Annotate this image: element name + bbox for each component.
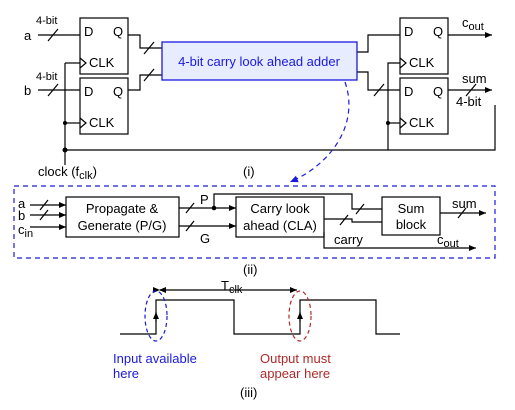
bus-slash-qb [143,68,155,82]
flip-flop-b [79,77,129,135]
clock-junction [62,147,68,153]
part-iii-timing [120,287,400,335]
cout-label: cout [462,15,484,33]
clk-triangle-a [79,57,87,69]
bus-slash-g [185,220,195,232]
flip-flop-cout [399,17,449,75]
bus-slash-p-bypass [355,203,365,215]
clock-junction-b [63,121,67,125]
cla-adder-box [161,41,358,81]
g-label: G [200,231,210,246]
carry-wire [324,218,382,223]
clock-junction-sum [386,121,390,125]
ff-sum-q: Q [433,84,443,99]
ff-b-clk: CLK [89,115,115,130]
cla-label-line1: Carry look [250,201,310,216]
bus-width-a: 4-bit [36,15,57,27]
ff-sum-d: D [404,84,413,99]
bus-width-b: 4-bit [36,71,57,83]
bus-slash-b [47,83,59,97]
part-ii-cla-detail [30,193,486,251]
clk-triangle-sum [399,117,407,129]
pg-label-line1: Propagate & [86,201,159,216]
bus-slash-in-a [39,199,49,211]
zoom-arrow [289,81,350,183]
in-c-label: cin [18,222,33,240]
adder-carry-out [357,34,400,53]
ff-b-q: Q [113,84,123,99]
input-note-line1: Input available [113,351,197,366]
output-edge-marker [288,290,312,342]
cout-out-label: cout [437,232,459,250]
p-label: P [200,192,209,207]
cla-detail-frame [13,185,496,259]
ff-b-d: D [84,84,93,99]
clk-wire-cout [387,62,400,150]
caption-iii: (iii) [240,385,257,400]
cout-wire [323,232,470,249]
bus-slash-sum-out [465,83,477,97]
in-a-label: a [18,196,26,211]
sum-block-line1: Sum [398,201,425,216]
in-b-label: b [18,208,25,223]
clock-waveform [120,299,400,335]
bus-slash-qa [143,41,155,55]
carry-label: carry [334,232,363,247]
input-a-label: a [24,28,32,43]
caption-i: (i) [243,164,255,179]
adder-sum-out [357,71,400,91]
ff-cout-clk: CLK [409,55,435,70]
caption-ii: (ii) [243,262,257,277]
sum-block [381,196,441,236]
bus-slash-carry [339,214,349,226]
pg-block [65,196,180,238]
flip-flop-a [79,17,129,75]
bus-slash-p [185,202,195,214]
ff-a-d: D [84,24,93,39]
p-bypass-wire [213,193,382,210]
ff-sum-clk: CLK [409,115,435,130]
bus-slash-adder-sum [373,83,385,97]
clock-label: clock (fclk) [38,164,97,182]
pg-label-line2: Generate (P/G) [78,218,167,233]
bus-slash-sum-block [457,207,467,219]
period-label: Tclk [221,278,243,296]
part-i-register-adder [38,17,496,165]
bus-slash-in-b [39,209,49,221]
output-note-line1: Output must [260,351,331,366]
clk-triangle-b [79,117,87,129]
qb-to-adder [128,74,162,91]
flip-flop-sum [399,77,449,135]
ff-cout-q: Q [433,24,443,39]
sum-block-line2: block [396,217,427,232]
sum-label: sum [462,71,487,86]
ff-a-q: Q [113,24,123,39]
input-b-label: b [24,83,31,98]
output-note-line2: appear here [260,366,330,381]
adder-label: 4-bit carry look ahead adder [178,54,341,69]
p-junction [211,205,217,211]
period-arrowhead-left [159,287,166,293]
sum-out-label: sum [452,196,477,211]
ff-cout-d: D [404,24,413,39]
clk-triangle-cout [399,57,407,69]
bus-slash-a [47,28,59,42]
cla-block [235,196,325,238]
input-edge-marker [144,290,168,342]
ff-a-clk: CLK [89,55,115,70]
cla-label-line2: ahead (CLA) [243,218,317,233]
input-note-line2: here [113,366,139,381]
bus-width-sum: 4-bit [456,94,482,109]
clock-bus [64,105,496,165]
qa-to-adder [128,34,162,49]
